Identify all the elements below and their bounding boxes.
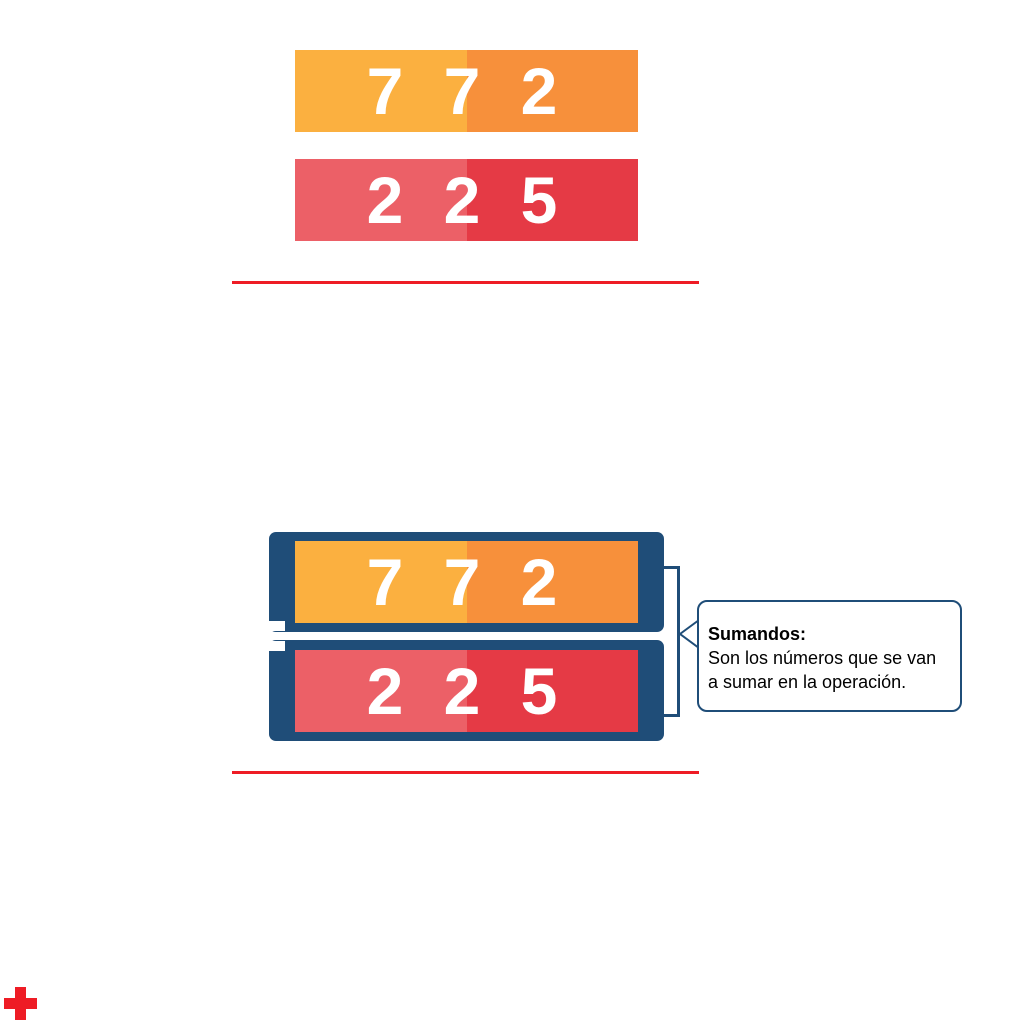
top-addend-2-hundreds: 2 [366, 163, 404, 237]
top-sum-rule [232, 281, 699, 284]
bracket-top [661, 566, 680, 569]
bottom-addend-1-hundreds: 7 [366, 545, 404, 619]
top-addend-1-units: 2 [520, 54, 558, 128]
bottom-addend-1-units: 2 [520, 545, 558, 619]
bracket-bottom [661, 714, 680, 717]
bottom-addend-1-tens: 7 [443, 545, 481, 619]
bottom-addend-2-tens: 2 [443, 654, 481, 728]
top-addend-1-bar: 7 7 2 [295, 50, 638, 132]
callout-title: Sumandos: [708, 624, 807, 644]
plus-icon [4, 987, 37, 1020]
bottom-addend-2-bar: 2 2 5 [295, 650, 638, 732]
callout-line-1: Son los números que se van [708, 648, 937, 668]
top-addend-2-bar: 2 2 5 [295, 159, 638, 241]
bottom-addend-2-units: 5 [520, 654, 558, 728]
top-addend-2-tens: 2 [443, 163, 481, 237]
bottom-addend-1-bar: 7 7 2 [295, 541, 638, 623]
top-addend-1-tens: 7 [443, 54, 481, 128]
bottom-addend-2-hundreds: 2 [366, 654, 404, 728]
top-addend-1-hundreds: 7 [366, 54, 404, 128]
sumandos-callout: Sumandos: Son los números que se van a s… [697, 600, 962, 712]
bracket-spine [677, 566, 680, 717]
callout-line-2: a sumar en la operación. [708, 672, 907, 692]
bottom-sum-rule [232, 771, 699, 774]
top-addend-2-units: 5 [520, 163, 558, 237]
